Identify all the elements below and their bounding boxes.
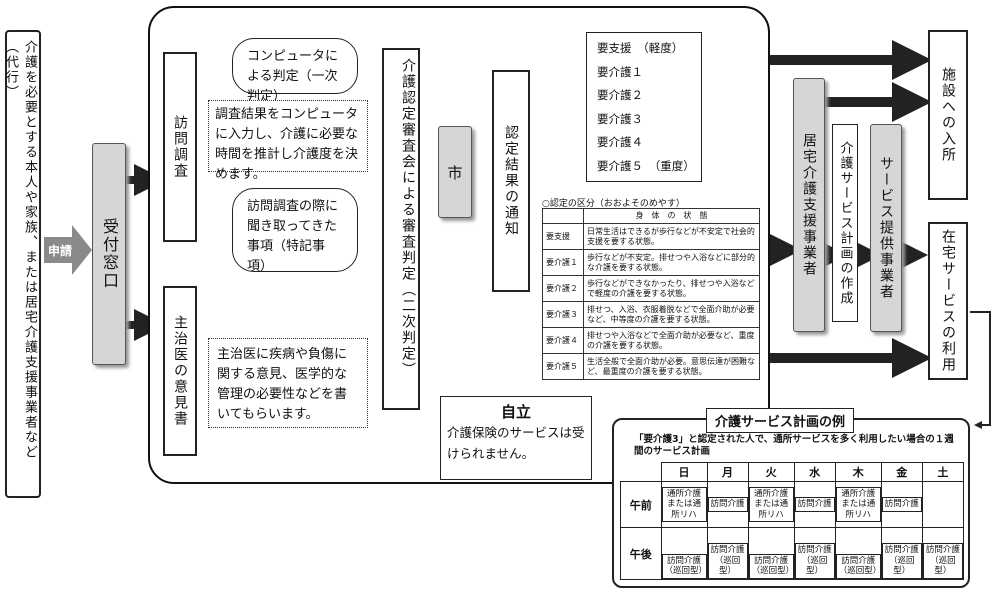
class-desc: 排せつや入浴などで全面介助が必要など、重度の介護を要する状態。 [583,327,760,355]
computer-note: 調査結果をコンピュータに入力し、介護に必要な時間を推計し介護度を決めます。 [208,100,368,182]
plan-day: 火 [747,462,795,482]
pm-label: 午後 [620,527,662,580]
plan-table: 日 月 火 水 木 金 土 午前 通所介護または通所リハ 訪問介護 通所介護また… [620,462,965,580]
plan-day: 日 [660,462,708,482]
city-box: 市 [438,126,472,218]
independent-box: 自立 介護保険のサービスは受けられません。 [440,396,592,480]
not-applicable-label: 非該当 [507,300,522,342]
plan-day: 月 [706,462,749,482]
plan-cell: 通所介護または通所リハ [835,486,881,523]
computer-judgment-box: コンピュータによる判定（一次判定） [232,38,358,104]
level-item: 要支援 （軽度） [597,41,684,55]
class-desc: 歩行などが不安定。排せつや入浴などに部分的な介護を要する状態。 [583,249,760,277]
applicant-text: 介護を必要とする本人や家族、または居宅介護支援事業者など（代行） [3,40,37,460]
committee-box: 介護認定審査会による審査判定（二次判定） [382,48,420,410]
class-desc: 生活全般で全面介助が必要。意思伝達が困難など、最重度の介護を要する状態。 [583,353,760,381]
plan-cell: 訪問介護（巡回型） [922,543,963,579]
result-notice-box: 認定結果の通知 [492,70,530,292]
reception-box: 受付窓口 [92,143,126,365]
class-level: 要介護３ [542,301,584,329]
plan-connector [970,311,991,429]
doctor-opinion-box: 主治医の意見書 [163,286,197,456]
class-level: 要支援 [542,223,584,251]
classification-header: 身 体 の 状 態 [583,207,760,225]
level-item: 要介護４ [597,135,643,149]
facility-box: 施設への入所 [928,30,968,200]
care-plan-box: 介護サービス計画の作成 [832,124,858,322]
level-item: 要介護５ （重度） [597,158,695,173]
visit-survey-box: 訪問調査 [163,52,197,242]
apply-label: 申請 [48,244,73,258]
independent-note: 介護保険のサービスは受けられません。 [447,425,585,462]
plan-cell-empty [921,481,965,528]
certified-label: 認定 [538,108,565,123]
plan-day: 水 [793,462,836,482]
class-level: 要介護４ [542,327,584,355]
care-manager-box: 居宅介護支援事業者 [793,78,825,332]
plan-cell: 訪問介護（巡回型） [661,553,707,579]
level-item: 要介護１ [597,64,643,79]
applicant-box: 介護を必要とする本人や家族、または居宅介護支援事業者など（代行） [3,30,41,498]
provider-box: サービス提供事業者 [870,124,902,332]
plan-cell: 訪問介護（巡回型） [881,543,922,579]
plan-day: 土 [921,462,965,482]
plan-day: 金 [880,462,923,482]
home-service-box: 在宅サービスの利用 [928,222,968,380]
plan-cell: 通所介護または通所リハ [748,486,794,523]
classification-title: ○認定の区分（おおよそのめやす） [542,199,685,209]
plan-example-title: 介護サービス計画の例 [706,408,855,433]
class-desc: 歩行などができなかったり、排せつや入浴などで軽度の介護を要する状態。 [583,275,760,303]
plan-cell: 訪問介護（巡回型） [748,553,794,579]
plan-example-note: 「要介護3」と認定された人で、通所サービスを多く利用したい場合の１週間のサービス… [634,434,954,458]
plan-day: 木 [834,462,882,482]
plan-cell: 訪問介護 [707,497,748,512]
plan-cell: 通所介護または通所リハ [661,486,707,523]
class-desc: 排せつ、入浴、衣服着脱などで全面介助が必要など、中等度の介護を要する状態。 [583,301,760,329]
doctor-note: 主治医に疾病や負傷に関する意見、医学的な管理の必要性などを書いてもらいます。 [208,338,368,428]
plan-cell: 訪問介護（巡回型） [835,553,881,579]
special-items-box: 訪問調査の際に聞き取ってきた事項（特記事項） [232,188,358,274]
level-item: 要介護３ [597,111,643,126]
plan-cell: 訪問介護 [794,497,835,512]
independent-title: 自立 [500,403,531,421]
am-label: 午前 [620,481,662,528]
classification-table: 身 体 の 状 態 要支援日常生活はできるが歩行などが不安定で社会的支援を要する… [542,207,760,381]
plan-cell: 訪問介護（巡回型） [794,543,835,579]
level-item: 要介護２ [597,88,643,102]
plan-cell: 訪問介護（巡回型） [707,543,748,579]
class-level: 要介護１ [542,249,584,277]
apply-arrow [44,225,92,275]
levels-box: 要支援 （軽度） 要介護１ 要介護２ 要介護３ 要介護４ 要介護５ （重度） [586,32,702,182]
class-level: 要介護２ [542,275,584,303]
class-desc: 日常生活はできるが歩行などが不安定で社会的支援を要する状態。 [583,223,760,251]
plan-cell: 訪問介護 [881,497,922,512]
class-level: 要介護５ [542,353,584,381]
